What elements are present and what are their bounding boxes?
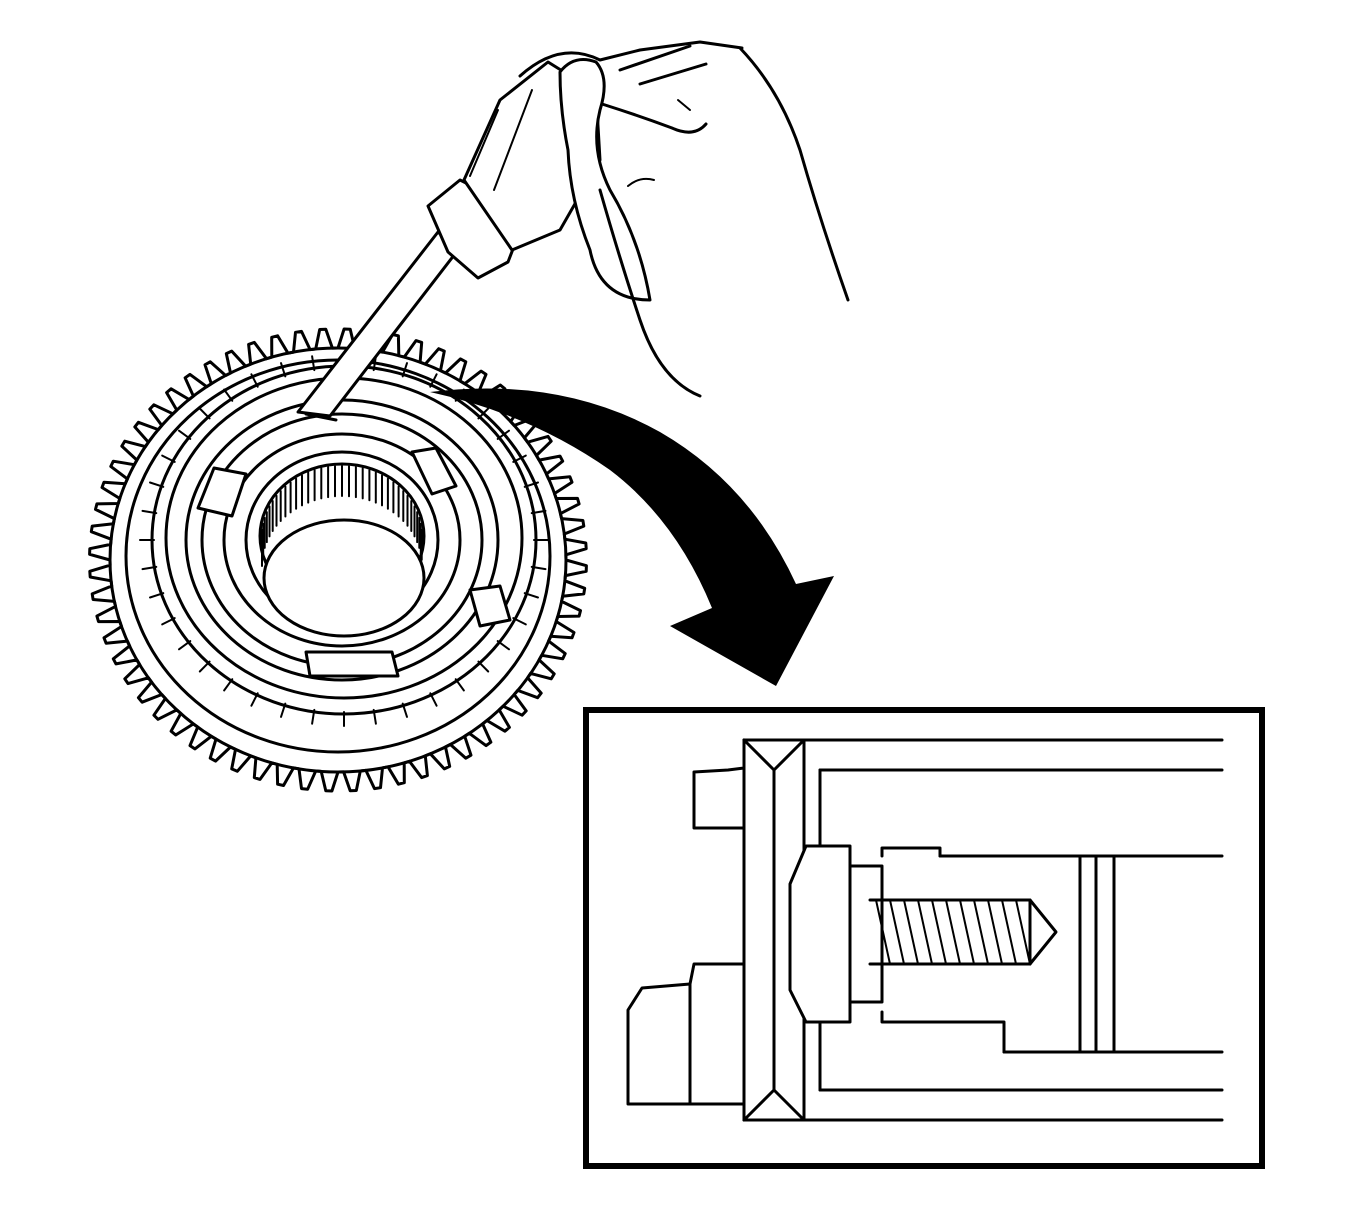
spring-coil [903,899,919,965]
spring-coil [1001,899,1017,965]
spring-coil [945,899,961,965]
housing-left [688,738,746,1122]
spring-coil [973,899,989,965]
synchronizer-hub-inner [222,432,462,648]
handle-groove [493,89,533,191]
handle-groove [469,109,499,177]
spring-pocket [880,846,1006,1054]
spring-coil [959,899,975,965]
finger-line [638,62,708,86]
knuckle-line [627,177,655,187]
needle-bearing-rollers [261,465,423,567]
spring-coil [987,899,1003,965]
coil-spring [868,898,1032,966]
palm-edge [738,46,850,302]
wrist-line [598,188,702,398]
spring-seat [848,864,884,1004]
synchronizer-key-top [410,446,458,496]
synchronizer-key-right [468,584,512,628]
screwdriver-shaft [296,230,460,418]
synchronizer-gear-assembly [88,327,588,793]
bearing-bore [262,518,426,638]
spring-coil [1015,899,1031,965]
screwdriver-and-hand [296,40,850,422]
index-finger [600,102,708,134]
detail-view [583,707,1265,1169]
housing-lower-block [626,982,692,1106]
knuckle-line [677,99,691,111]
spring-coil [889,899,905,965]
screwdriver-tip [304,412,338,422]
callout-arrow [430,388,834,686]
bevel-line [742,738,776,772]
detail-frame [583,707,1265,1169]
spring-coil [931,899,947,965]
hand-outline [518,40,744,78]
spring-tip [1028,898,1058,966]
synchronizer-key [788,844,852,1024]
synchronizer-key-bottom [304,650,400,678]
spring-coil [875,899,891,965]
bevel-line [742,1088,776,1122]
thumb [558,58,652,302]
synchronizer-key-left [196,466,248,518]
gear-outer-ring [108,346,568,774]
spring-coil [917,899,933,965]
finger-line [618,44,692,72]
